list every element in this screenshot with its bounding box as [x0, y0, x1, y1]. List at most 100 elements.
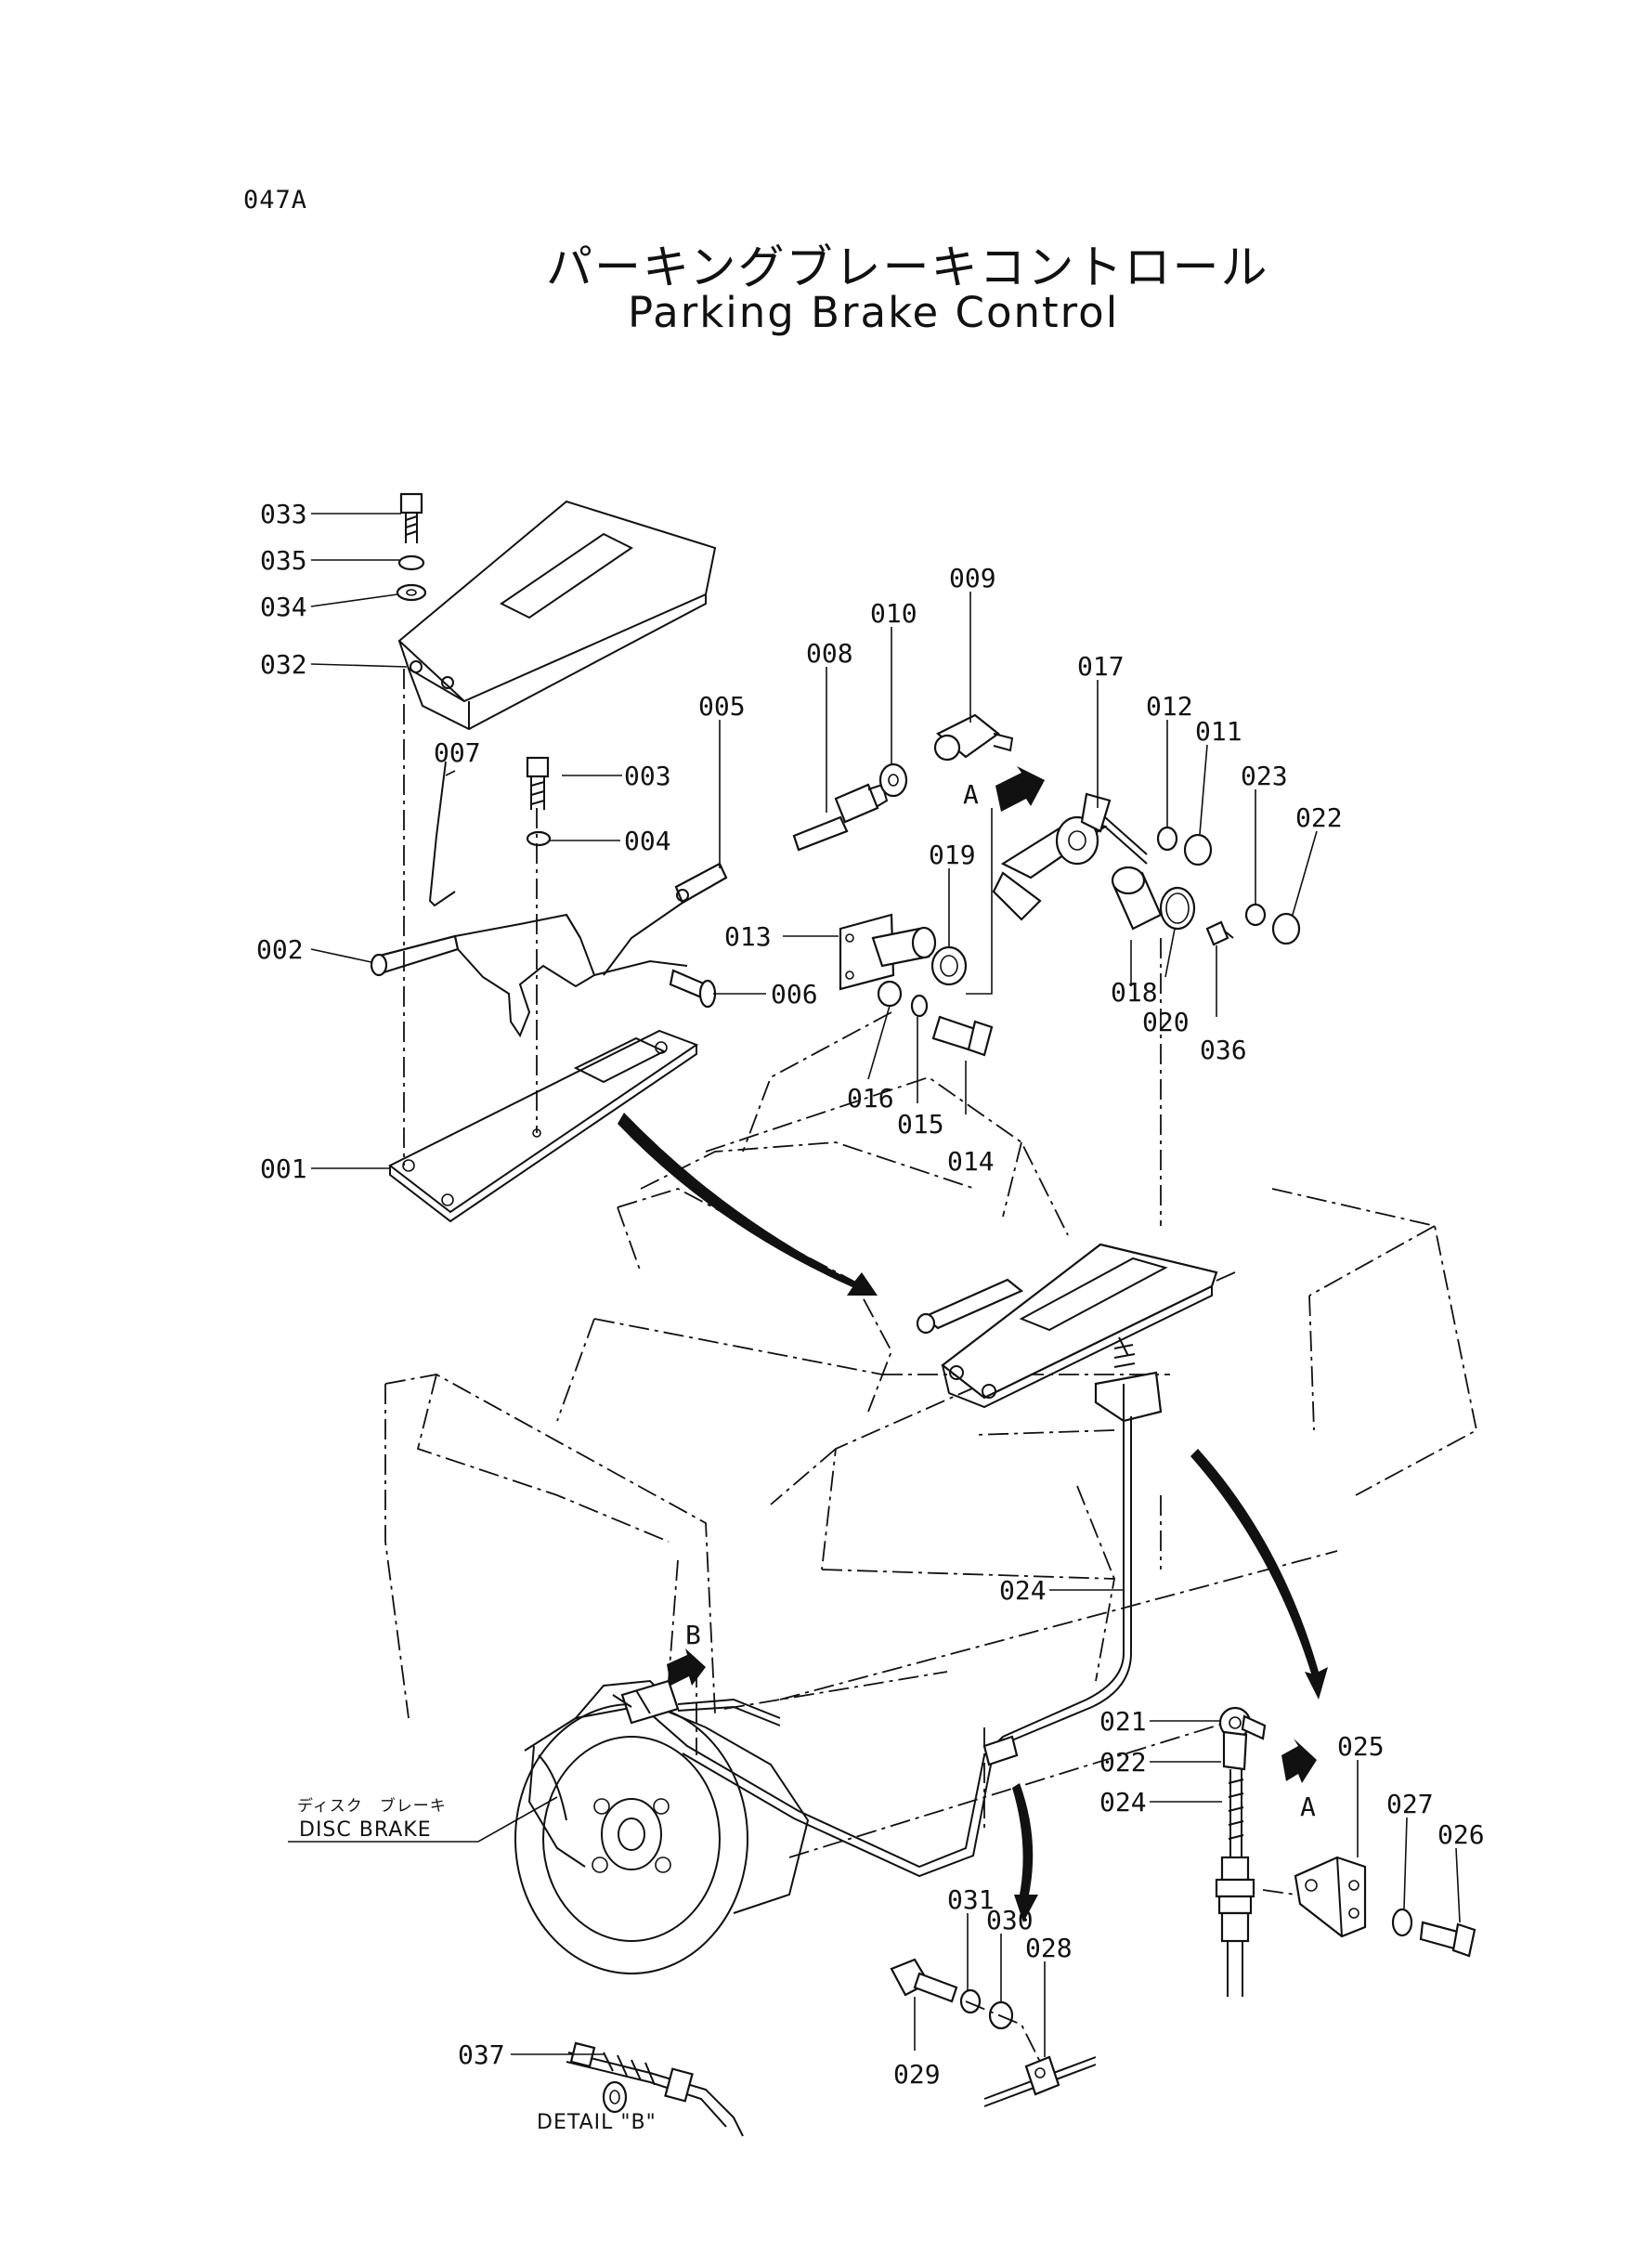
washer-016-drawing: [877, 980, 903, 1008]
callout-024-bottom: 024: [1099, 1787, 1147, 1818]
callout-036: 036: [1200, 1035, 1247, 1065]
bolt-003-drawing: [526, 756, 550, 810]
callout-018: 018: [1111, 977, 1158, 1008]
callout-034: 034: [260, 592, 307, 622]
bracket-025-drawing: [1262, 1856, 1367, 1938]
disc-brake-label-en: DISC BRAKE: [299, 1818, 432, 1842]
bolt-033-drawing: [399, 492, 423, 543]
clamp-028-drawing: [983, 2055, 1097, 2107]
fitting-036-drawing: [1205, 920, 1234, 946]
nut-010-drawing: [878, 762, 908, 798]
arrow-a-bottom-icon: [1281, 1739, 1317, 1783]
title-english: Parking Brake Control: [628, 288, 1120, 337]
callout-009: 009: [949, 563, 996, 593]
curved-arrow-bracket-icon: [1190, 1449, 1328, 1700]
curved-arrow-clamp-icon: [1012, 1783, 1038, 1922]
callout-007: 007: [434, 737, 481, 768]
bracket-017-drawing: [992, 792, 1148, 921]
lever-002-drawing: [370, 913, 688, 1038]
clevis-005-drawing: [603, 862, 728, 976]
bushing-018-drawing: [1111, 866, 1163, 931]
view-marker-a-top: A: [963, 779, 979, 810]
cable-end-024-drawing: [1215, 1856, 1255, 1997]
nut-011-drawing: [1183, 833, 1213, 866]
arrow-b-icon: [667, 1648, 706, 1686]
threaded-rod-drawing: [1228, 1769, 1244, 1857]
disc-brake-label-jp: ディスク ブレーキ: [297, 1796, 447, 1816]
rod-end-021-drawing: [1218, 1706, 1267, 1771]
callout-035: 035: [260, 545, 307, 576]
stud-008-drawing: [792, 783, 889, 852]
callout-016: 016: [847, 1083, 894, 1114]
callout-017: 017: [1077, 651, 1125, 682]
washer-034-drawing: [396, 583, 427, 602]
rod-end-009-drawing: [933, 713, 1014, 762]
callout-labels: 033 035 034 032 007 003 004 005 002 006 …: [256, 499, 1485, 2090]
view-marker-a-bottom: A: [1300, 1791, 1316, 1822]
page-code: 047A: [243, 186, 308, 215]
callout-020: 020: [1142, 1007, 1190, 1037]
callout-010: 010: [870, 598, 917, 629]
title-japanese: パーキングブレーキコントロール: [546, 241, 1269, 294]
callout-027: 027: [1386, 1789, 1434, 1819]
callout-002: 002: [256, 934, 304, 965]
bracket-leader-a: [966, 808, 993, 995]
callout-005: 005: [698, 691, 746, 722]
cable-024-drawing: [649, 1416, 1132, 1878]
snap-ring-015-drawing: [910, 994, 929, 1018]
callout-031: 031: [947, 1884, 995, 1915]
installed-lever-assembly: [916, 1243, 1218, 1423]
callout-008: 008: [806, 638, 853, 669]
snap-ring-012-drawing: [1156, 826, 1178, 852]
bolt-014-drawing: [931, 1015, 994, 1057]
callout-026: 026: [1437, 1819, 1485, 1850]
bolt-026-drawing: [1419, 1921, 1476, 1958]
callout-033: 033: [260, 499, 307, 529]
fender-box: [384, 1374, 716, 1719]
bracket-013-drawing: [839, 913, 937, 991]
leader-lines: [310, 513, 1461, 2057]
callout-014: 014: [947, 1146, 995, 1177]
washer-027-drawing: [1391, 1908, 1413, 1937]
arrow-a-top-icon: [995, 766, 1045, 812]
callout-012: 012: [1146, 691, 1193, 722]
view-marker-b: B: [685, 1620, 701, 1650]
callout-030: 030: [986, 1905, 1034, 1935]
callout-003: 003: [624, 761, 671, 791]
disc-brake-drawing: [514, 1679, 810, 1974]
plate-001-drawing: [388, 1029, 699, 1223]
callout-022-top: 022: [1295, 802, 1343, 833]
detail-b-drawing: [566, 2041, 744, 2137]
callout-004: 004: [624, 826, 671, 856]
bolt-029-drawing: [890, 1958, 958, 2003]
seat-outline: [640, 938, 1162, 1236]
callout-006: 006: [771, 979, 818, 1010]
callout-023: 023: [1241, 761, 1288, 791]
callout-015: 015: [897, 1109, 944, 1140]
callout-011: 011: [1195, 716, 1242, 747]
detail-b-caption: DETAIL "B": [537, 2111, 657, 2134]
pin-006-drawing: [669, 969, 717, 1009]
callout-032: 032: [260, 649, 307, 680]
nut-022-drawing: [1271, 912, 1301, 945]
spacer-019-drawing: [930, 945, 968, 986]
spring-007-drawing: [428, 761, 456, 907]
disc-brake-leader: [288, 1796, 558, 1843]
callout-024-mid: 024: [999, 1575, 1047, 1606]
callout-019: 019: [929, 840, 976, 870]
callout-013: 013: [724, 921, 772, 952]
washer-035-drawing: [397, 554, 425, 571]
callout-021: 021: [1099, 1706, 1147, 1737]
washer-004-drawing: [526, 830, 552, 847]
callout-022-bottom: 022: [1099, 1747, 1147, 1778]
clamp-assembly-line: [965, 2000, 1041, 2063]
callout-037: 037: [458, 2039, 505, 2070]
lever-cover-drawing: [397, 500, 717, 731]
callout-029: 029: [893, 2059, 941, 2090]
snap-ring-023-drawing: [1244, 903, 1267, 927]
callout-025: 025: [1337, 1731, 1385, 1762]
callout-028: 028: [1025, 1933, 1073, 1963]
washer-031-drawing: [959, 1988, 982, 2014]
callout-001: 001: [260, 1153, 307, 1184]
